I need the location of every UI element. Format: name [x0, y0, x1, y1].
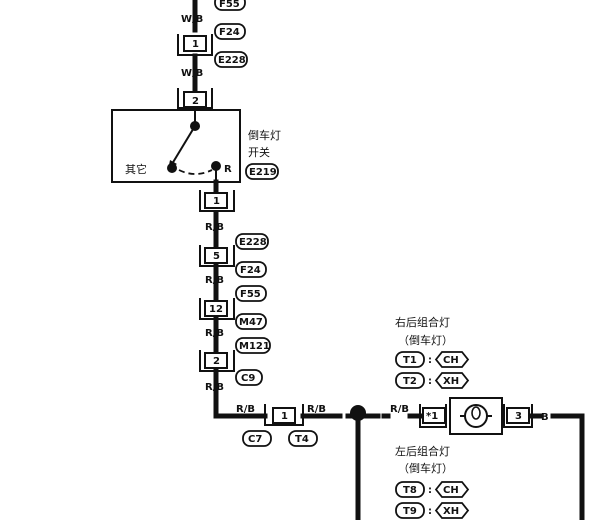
svg-text:F24: F24: [219, 27, 240, 38]
wire-rb-5: [213, 409, 268, 419]
svg-text:3: 3: [515, 411, 522, 422]
svg-text:1: 1: [192, 39, 199, 50]
svg-text:M121: M121: [239, 341, 270, 352]
right-rear-lamp-sublabel: （倒车灯）: [398, 333, 453, 347]
svg-text::: :: [428, 485, 432, 496]
svg-text:T2: T2: [403, 376, 417, 387]
connector-c9: C9: [235, 369, 263, 386]
right-rear-lamp-label: 右后组合灯: [395, 315, 450, 329]
svg-text:T8: T8: [403, 485, 417, 496]
pin-box-1-top: 1: [177, 34, 213, 56]
connector-c7: C7: [242, 430, 272, 447]
svg-text:F55: F55: [219, 0, 240, 10]
left-rear-code-row-2: T9 : XH: [395, 502, 470, 519]
svg-text:T4: T4: [295, 434, 309, 445]
svg-text:M47: M47: [239, 317, 263, 328]
wire-label-b: B: [541, 412, 549, 423]
wire-label-rb-5: R/B: [236, 404, 255, 415]
right-rear-code-row-1: T1 : CH: [395, 351, 470, 368]
left-rear-lamp-sublabel: （倒车灯）: [398, 461, 453, 475]
svg-text:XH: XH: [443, 376, 459, 387]
right-rear-lamp-ground-pin: 3: [503, 404, 533, 428]
connector-e228: E228: [235, 233, 269, 250]
connector-f24-top: F24: [214, 23, 246, 40]
svg-text:E228: E228: [218, 55, 246, 66]
svg-text:C9: C9: [241, 373, 255, 384]
svg-text:F55: F55: [240, 289, 261, 300]
backup-lamp-switch: 2 其它 R: [111, 88, 241, 183]
svg-text:5: 5: [213, 251, 220, 262]
svg-text::: :: [428, 506, 432, 517]
svg-text:E228: E228: [239, 237, 267, 248]
connector-m47: M47: [235, 313, 267, 330]
wire-label-rb-7: R/B: [390, 404, 409, 415]
right-rear-code-row-2: T2 : XH: [395, 372, 470, 389]
right-rear-lamp-bulb: [449, 397, 503, 435]
switch-label-other: 其它: [125, 162, 147, 176]
pin-box-1-c7: 1: [264, 404, 304, 426]
wire-label-wb-2: W/B: [181, 68, 203, 79]
wire-label-rb-6: R/B: [307, 404, 326, 415]
connector-t4: T4: [288, 430, 318, 447]
svg-text:*1: *1: [426, 411, 438, 422]
connector-m121: M121: [235, 337, 271, 354]
connector-e219: E219: [245, 163, 279, 180]
wire-label-rb-1: R/B: [205, 222, 224, 233]
right-rear-lamp-connector: *1: [419, 404, 447, 428]
svg-text:12: 12: [209, 304, 223, 315]
svg-text::: :: [428, 376, 432, 387]
svg-text:C7: C7: [248, 434, 262, 445]
svg-text:1: 1: [213, 196, 220, 207]
svg-text:1: 1: [281, 411, 288, 422]
connector-f55-top: F55: [214, 0, 246, 11]
switch-contact-other: [167, 163, 177, 173]
pin-box-2-lower: 2: [199, 350, 235, 372]
svg-text:T1: T1: [403, 355, 417, 366]
svg-text:CH: CH: [443, 485, 459, 496]
wire-ground-b: [550, 413, 585, 520]
svg-text:E219: E219: [249, 167, 277, 178]
svg-text:T9: T9: [403, 506, 417, 517]
wire-label-rb-2: R/B: [205, 275, 224, 286]
switch-lever: [171, 125, 196, 165]
connector-f24: F24: [235, 261, 267, 278]
connector-f55: F55: [235, 285, 267, 302]
switch-name-line1: 倒车灯: [248, 128, 281, 142]
svg-text:CH: CH: [443, 355, 459, 366]
pin-box-1-switch: 1: [199, 190, 235, 212]
switch-name-line2: 开关: [248, 145, 270, 159]
switch-label-r: R: [224, 164, 232, 175]
svg-text:2: 2: [192, 96, 199, 107]
svg-text::: :: [428, 355, 432, 366]
svg-text:F24: F24: [240, 265, 261, 276]
left-rear-code-row-1: T8 : CH: [395, 481, 470, 498]
pin-box-12: 12: [199, 298, 235, 320]
wire-label-rb-3: R/B: [205, 328, 224, 339]
svg-text:XH: XH: [443, 506, 459, 517]
wire-label-rb-4: R/B: [205, 382, 224, 393]
left-rear-lamp-label: 左后组合灯: [395, 444, 450, 458]
wire-label-wb-1: W/B: [181, 14, 203, 25]
connector-e228-top: E228: [214, 51, 248, 68]
pin-box-5: 5: [199, 245, 235, 267]
svg-text:2: 2: [213, 356, 220, 367]
